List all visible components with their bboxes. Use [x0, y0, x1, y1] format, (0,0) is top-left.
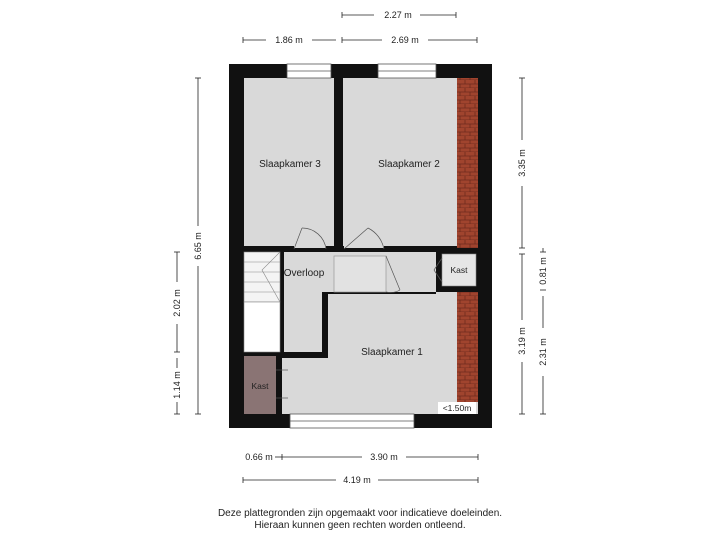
stairwell — [243, 251, 281, 303]
label-kast-right: Kast — [450, 265, 468, 275]
dim-left-665: 6.65 m — [193, 232, 203, 260]
dim-top-227: 2.27 m — [384, 10, 412, 20]
wall-hall-top-mid — [326, 246, 344, 252]
dim-right-319: 3.19 m — [517, 327, 527, 355]
door-slaapkamer-3 — [293, 227, 327, 250]
door-slaapkamer-2 — [343, 227, 385, 250]
stair-steps — [244, 251, 281, 303]
dim-right-231: 2.31 m — [538, 338, 548, 366]
label-slaapkamer-2: Slaapkamer 2 — [378, 159, 440, 170]
kast-left — [244, 356, 276, 414]
brick-wall-upper — [457, 78, 478, 248]
disclaimer: Deze plattegronden zijn opgemaakt voor i… — [0, 508, 720, 532]
floor-slaapkamer-3 — [244, 78, 334, 248]
dim-left-114: 1.14 m — [172, 371, 182, 399]
brick-wall-lower — [457, 292, 478, 402]
dim-right-335: 3.35 m — [517, 149, 527, 177]
stair-clearance-tag — [438, 402, 476, 414]
dimension-lines — [174, 12, 546, 483]
kast-right — [441, 253, 477, 287]
floor-overloop-lower — [284, 290, 322, 354]
floor-slaapkamer-1 — [282, 290, 478, 414]
label-kast-left: Kast — [251, 381, 269, 391]
wall-hall-lower-horizontal — [282, 352, 328, 358]
disclaimer-line-1: Deze plattegronden zijn opgemaakt voor i… — [217, 508, 503, 519]
label-slaapkamer-1: Slaapkamer 1 — [361, 347, 423, 358]
disclaimer-line-2: Hieraan kunnen geen rechten worden ontle… — [254, 520, 466, 531]
dim-top-186: 1.86 m — [275, 35, 303, 45]
wall-hall-lower-vertical — [322, 292, 328, 356]
stair-void — [243, 301, 281, 353]
wall-between-bedrooms — [334, 78, 343, 250]
dim-right-081: 0.81 m — [538, 257, 548, 285]
dim-bottom-066: 0.66 m — [245, 452, 273, 462]
dim-bottom-419: 4.19 m — [343, 475, 371, 485]
wall-hall-top-right — [384, 246, 478, 252]
door-slaapkamer-1 — [333, 255, 401, 293]
wall-hall-top-left — [244, 246, 294, 252]
label-overloop: Overloop — [284, 268, 325, 279]
floor-slaapkamer-2 — [343, 78, 457, 248]
door-kast-left — [276, 369, 288, 399]
stair-clearance-label: <1.50m — [443, 403, 472, 413]
door-kast-right — [433, 257, 443, 283]
dim-bottom-390: 3.90 m — [370, 452, 398, 462]
dim-left-202: 2.02 m — [172, 289, 182, 317]
wall-kast-right — [436, 252, 442, 292]
wall-hall-left — [278, 252, 284, 306]
wall-kast-right-bottom — [436, 286, 478, 292]
dim-top-269: 2.69 m — [391, 35, 419, 45]
label-slaapkamer-3: Slaapkamer 3 — [259, 159, 321, 170]
